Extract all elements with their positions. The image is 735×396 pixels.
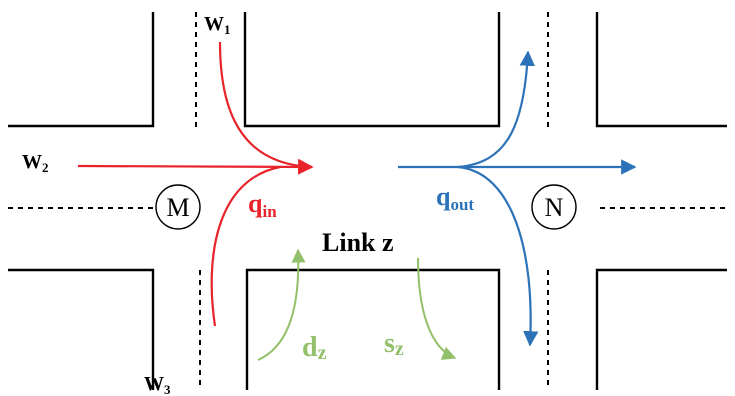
inflow-arrow-from-w2 (77, 159, 314, 175)
label-w1-base: W (204, 13, 224, 35)
road-block-bottom-left (8, 268, 155, 390)
label-q-in-base: q (248, 189, 263, 218)
link-flow-arrows (257, 248, 457, 361)
node-n-label: N (545, 193, 564, 222)
label-q-out-base: q (436, 182, 451, 211)
label-demand-base: d (302, 332, 318, 363)
label-w3-base: W (144, 373, 164, 395)
label-w2-base: W (22, 151, 42, 173)
road-block-top-left (8, 12, 155, 128)
label-w3: W3 (144, 373, 171, 396)
label-w2: W2 (22, 151, 49, 175)
label-w3-sub: 3 (164, 382, 171, 396)
label-q-out-sub: out (450, 195, 474, 214)
node-n: N (531, 184, 577, 230)
label-supply: sz (384, 328, 404, 360)
label-w1-sub: 1 (224, 22, 231, 37)
lane-dividers (8, 12, 727, 390)
road-block-bottom-right (595, 268, 727, 390)
inflow-arrows (77, 41, 314, 327)
label-w2-sub: 2 (42, 160, 49, 175)
road-block-top-right (595, 12, 727, 128)
label-supply-base: s (384, 328, 395, 359)
inflow-arrow-from-w3 (210, 165, 281, 327)
demand-arrow (257, 248, 306, 361)
label-demand: dz (302, 332, 327, 364)
supply-arrow (417, 257, 457, 360)
node-m-circle (155, 184, 201, 230)
label-w1: W1 (204, 13, 231, 37)
label-q-in-sub: in (262, 202, 277, 221)
label-q-out: qout (436, 182, 474, 214)
node-m: M (155, 184, 201, 230)
label-link: Link z (322, 228, 394, 257)
label-demand-sub: z (318, 342, 327, 364)
label-supply-sub: z (395, 338, 404, 360)
road-boundaries (8, 12, 727, 390)
outflow-arrow-right-turn (457, 165, 539, 347)
road-block-top-middle (243, 12, 501, 128)
road-block-bottom-middle (245, 268, 501, 390)
inflow-arrow-from-w1 (218, 41, 314, 175)
outflow-arrow-left-turn (457, 50, 535, 169)
label-q-in: qin (248, 189, 277, 221)
node-n-circle (531, 184, 577, 230)
outflow-arrows (398, 50, 637, 347)
node-m-label: M (166, 193, 189, 222)
